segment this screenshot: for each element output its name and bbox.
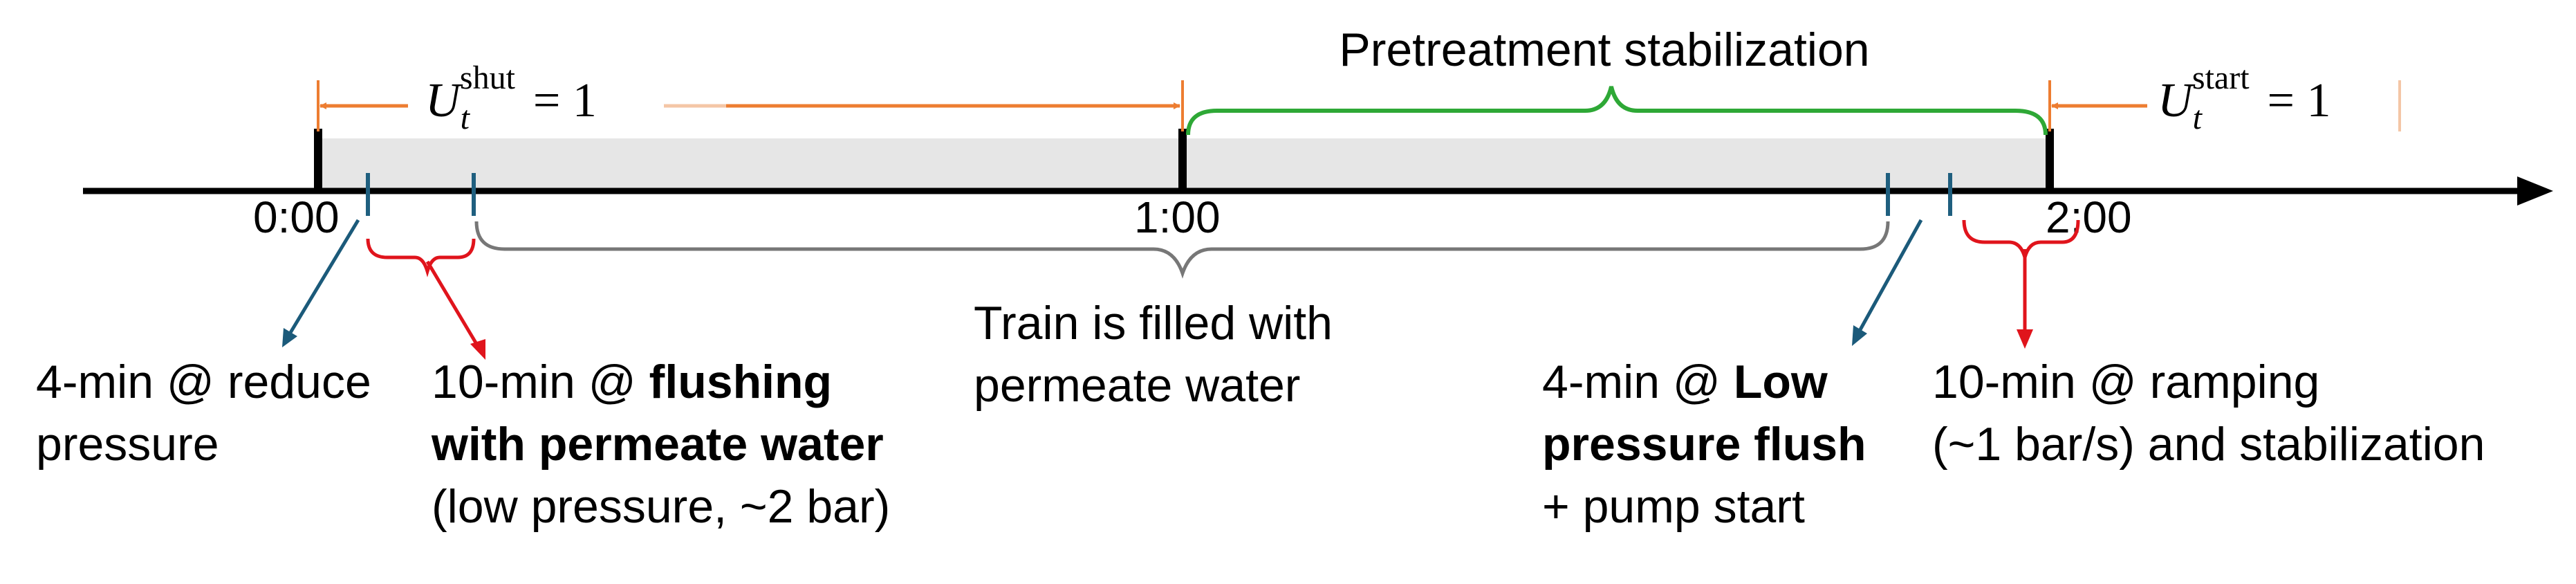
ramping-line-2: (~1 bar/s) and stabilization: [1932, 418, 2485, 471]
shutdown-sup: shut: [460, 60, 516, 96]
stabilization-label: Pretreatment stabilization: [1339, 24, 1869, 76]
startup-label: Ut start = 1: [2158, 60, 2331, 136]
startup-var: U: [2158, 74, 2196, 127]
shutdown-sub: t: [461, 100, 471, 136]
flushing-line-3: (low pressure, ~2 bar): [432, 480, 890, 533]
note-line-2: permeate water: [974, 359, 1300, 412]
flushing-pointer-head: [470, 339, 485, 360]
ramping-pointer-head: [2017, 329, 2033, 349]
reduce-line-2: pressure: [36, 418, 219, 471]
flushing-red-brace: [366, 238, 476, 277]
startup-sub: t: [2193, 100, 2203, 136]
reduce-pointer-head: [282, 328, 297, 347]
reduce-line-1: 4-min @ reduce: [36, 356, 371, 408]
time-label-0: 0:00: [253, 192, 340, 242]
lowflush-pointer: [1857, 219, 1923, 334]
lowflush-bold-1: Low: [1734, 356, 1828, 408]
note-line-1: Train is filled with: [974, 297, 1333, 349]
reduce-pointer: [287, 219, 360, 336]
time-label-2: 2:00: [2046, 192, 2132, 242]
flushing-bold-1: flushing: [649, 356, 832, 408]
timeline-arrowhead: [2517, 176, 2553, 206]
lowflush-line-2: pressure flush: [1542, 418, 1866, 471]
lowflush-prefix: 4-min @: [1542, 356, 1734, 408]
startup-eq: = 1: [2268, 74, 2331, 127]
lowflush-pointer-head: [1852, 325, 1867, 346]
time-label-1: 1:00: [1134, 192, 1221, 242]
ramping-line-1: 10-min @ ramping: [1932, 356, 2319, 408]
shutdown-eq: = 1: [533, 74, 597, 127]
flush-fill-brace: [474, 221, 1890, 279]
shutdown-var: U: [425, 74, 463, 127]
lowflush-line-1: 4-min @ Low: [1542, 356, 1828, 408]
flushing-line-2: with permeate water: [431, 418, 884, 471]
flushing-prefix: 10-min @: [432, 356, 649, 408]
shutdown-label: Ut shut = 1: [425, 60, 597, 136]
lowflush-line-3: + pump start: [1542, 480, 1805, 533]
stabilization-brace: [1186, 86, 2048, 136]
flushing-pointer: [425, 260, 481, 349]
flushing-line-1: 10-min @ flushing: [432, 356, 832, 408]
startup-sup: start: [2192, 60, 2250, 96]
